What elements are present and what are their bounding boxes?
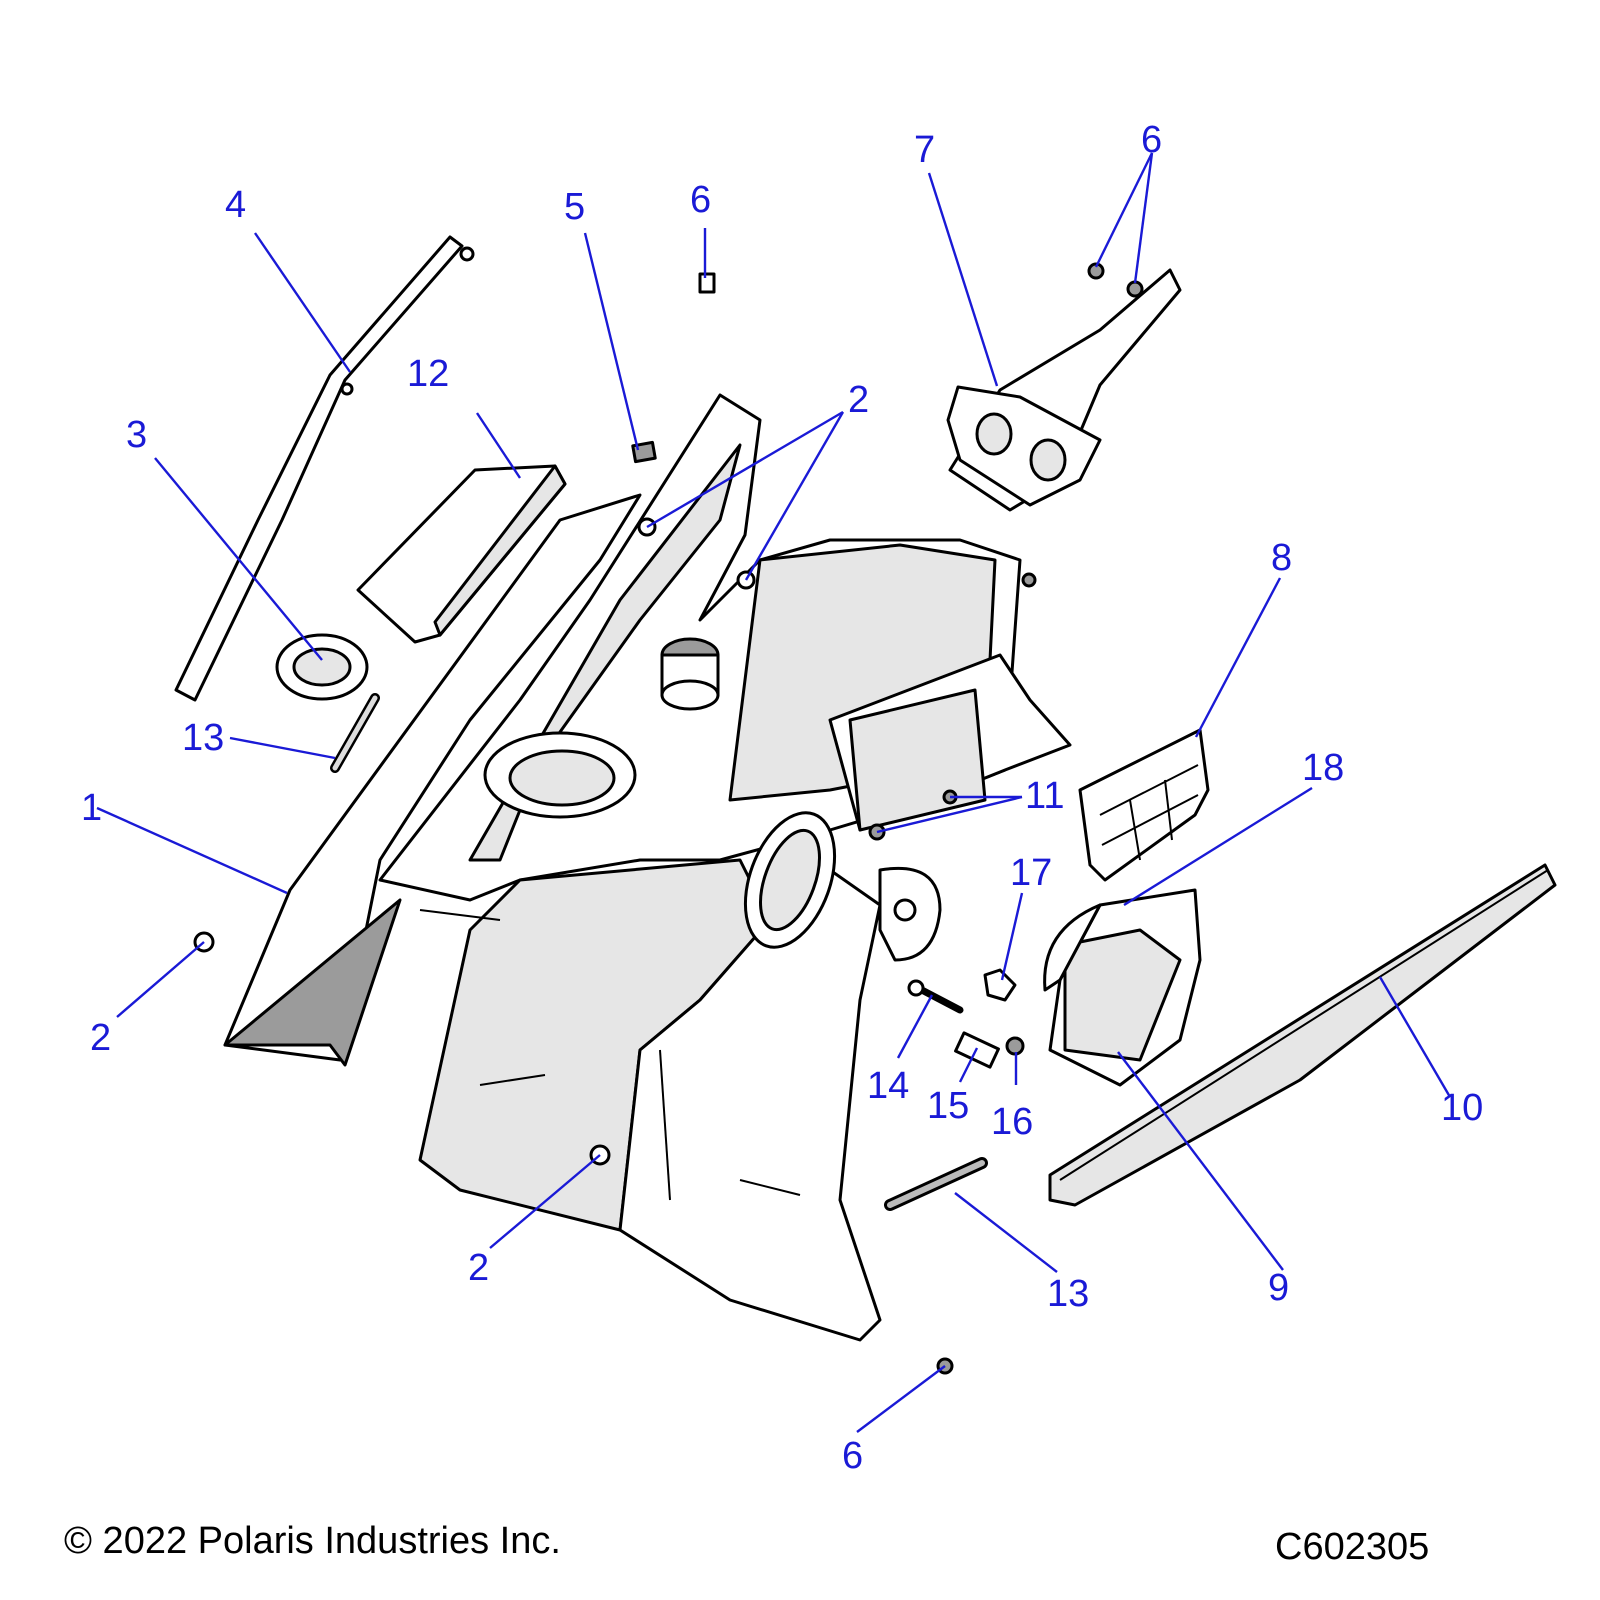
part-3-grommet <box>275 633 369 701</box>
part-10-rail <box>1048 863 1557 1207</box>
callout-13: 13 <box>182 717 224 759</box>
callouts: 1 2 2 2 3 4 5 6 6 6 7 8 9 10 11 12 13 13… <box>81 119 1483 1477</box>
callout-6: 6 <box>690 179 711 221</box>
part-13-rod <box>330 693 988 1211</box>
part-14-pin <box>907 979 964 1014</box>
callout-2: 2 <box>468 1247 489 1289</box>
copyright-notice: © 2022 Polaris Industries Inc. <box>64 1520 561 1562</box>
callout-15: 15 <box>927 1085 969 1127</box>
callout-17: 17 <box>1010 852 1052 894</box>
callout-5: 5 <box>564 186 585 228</box>
callout-1: 1 <box>81 787 102 829</box>
callout-12: 12 <box>407 353 449 395</box>
callout-18: 18 <box>1302 747 1344 789</box>
callout-2: 2 <box>848 379 869 421</box>
callout-9: 9 <box>1268 1267 1289 1309</box>
part-8-grille <box>1078 728 1210 882</box>
callout-4: 4 <box>225 184 246 226</box>
callout-6: 6 <box>1141 119 1162 161</box>
part-16-nut <box>1005 1036 1025 1056</box>
callout-8: 8 <box>1271 537 1292 579</box>
leader-lines <box>96 152 1452 1433</box>
part-4-trim-strip <box>174 235 475 702</box>
callout-16: 16 <box>991 1101 1033 1143</box>
diagram-code: C602305 <box>1275 1526 1430 1568</box>
part-7-bracket <box>946 268 1182 512</box>
part-6-screw <box>698 262 1144 1375</box>
part-1-console-body <box>223 393 1072 1342</box>
callout-3: 3 <box>126 414 147 456</box>
callout-11: 11 <box>1025 775 1064 817</box>
callout-6: 6 <box>842 1435 863 1477</box>
callout-14: 14 <box>867 1065 909 1107</box>
callout-13: 13 <box>1047 1273 1089 1315</box>
part-17-clip <box>983 968 1017 1002</box>
callout-7: 7 <box>914 129 935 171</box>
part-9-side-panel <box>1043 888 1202 1087</box>
callout-10: 10 <box>1441 1087 1483 1129</box>
part-12-pad <box>356 464 567 644</box>
callout-2: 2 <box>90 1017 111 1059</box>
